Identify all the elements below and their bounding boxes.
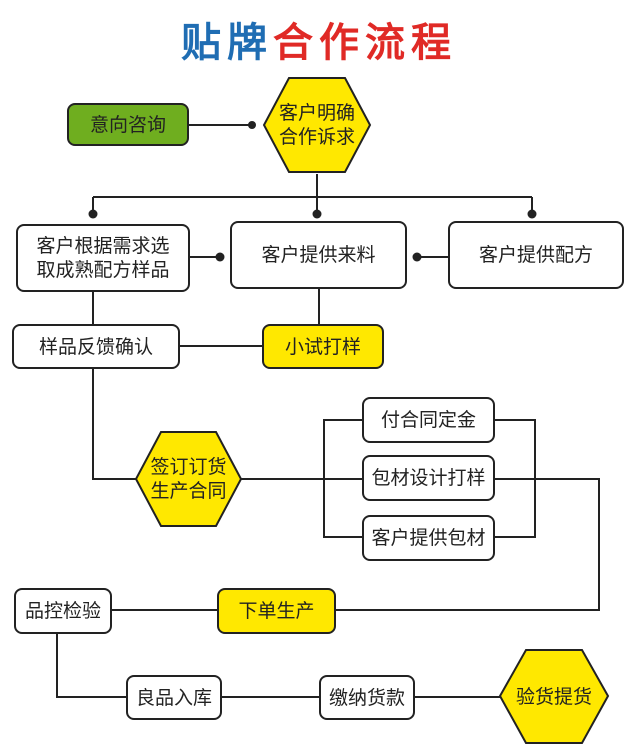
node-inquiry: 意向咨询 [67, 103, 189, 146]
hexagon-shape [134, 431, 243, 527]
node-sample-feedback: 样品反馈确认 [12, 324, 180, 369]
node-packaging-design: 包材设计打样 [362, 455, 495, 501]
node-provide-material-label: 客户提供来料 [261, 244, 376, 266]
node-payment: 缴纳货款 [319, 675, 415, 720]
node-delivery-label: 验货提货 [515, 685, 592, 708]
node-clarify-line2: 合作诉求 [278, 126, 355, 148]
node-warehousing: 良品入库 [126, 675, 222, 720]
node-quality-check: 品控检验 [14, 588, 112, 634]
connector-dot [88, 209, 98, 219]
node-provide-formula-label: 客户提供配方 [478, 244, 593, 266]
node-payment-label: 缴纳货款 [328, 686, 405, 709]
node-provide-material: 客户提供来料 [230, 221, 407, 289]
node-production-order-label: 下单生产 [238, 600, 315, 622]
node-sign-contract-line2: 生产合同 [150, 480, 227, 502]
hexagon-shape [498, 649, 610, 744]
title-part1: 贴牌 [181, 19, 273, 66]
node-pay-deposit: 付合同定金 [362, 397, 495, 443]
connector-dot [215, 252, 225, 262]
node-sign-contract: 签订订货生产合同 [134, 430, 243, 528]
line-quality-warehouse [56, 633, 126, 698]
node-provide-packaging-label: 客户提供包材 [371, 527, 486, 549]
page-title: 贴牌合作流程 [0, 10, 638, 68]
node-warehousing-label: 良品入库 [135, 686, 212, 709]
line-feedback-contract [92, 369, 136, 480]
node-sample-feedback-label: 样品反馈确认 [38, 335, 153, 358]
node-choose-sample: 客户根据需求选取成熟配方样品 [16, 224, 190, 292]
node-packaging-design-label: 包材设计打样 [371, 467, 486, 489]
hexagon-shape [262, 77, 372, 173]
node-delivery: 验货提货 [498, 648, 610, 745]
node-production-order: 下单生产 [217, 588, 336, 634]
node-inquiry-label: 意向咨询 [89, 113, 166, 136]
node-quality-check-label: 品控检验 [24, 600, 101, 622]
node-choose-sample-line1: 客户根据需求选 [36, 235, 170, 257]
node-clarify: 客户明确合作诉求 [262, 76, 372, 174]
connector-dot [412, 252, 422, 262]
node-choose-sample-line2: 取成熟配方样品 [36, 259, 170, 281]
connector-dot [527, 209, 537, 219]
connector-dot [312, 209, 322, 219]
node-pay-deposit-label: 付合同定金 [380, 409, 476, 431]
node-trial-sample-label: 小试打样 [284, 335, 361, 358]
line-design-production [336, 478, 600, 611]
node-provide-packaging: 客户提供包材 [362, 515, 495, 561]
title-part2: 合作流程 [273, 19, 457, 66]
node-provide-formula: 客户提供配方 [448, 221, 624, 289]
node-sign-contract-line1: 签订订货 [150, 456, 227, 478]
node-clarify-line1: 客户明确 [278, 102, 355, 124]
connector-dot [248, 121, 256, 129]
node-trial-sample: 小试打样 [262, 324, 384, 369]
line-left-bracket [323, 419, 362, 538]
